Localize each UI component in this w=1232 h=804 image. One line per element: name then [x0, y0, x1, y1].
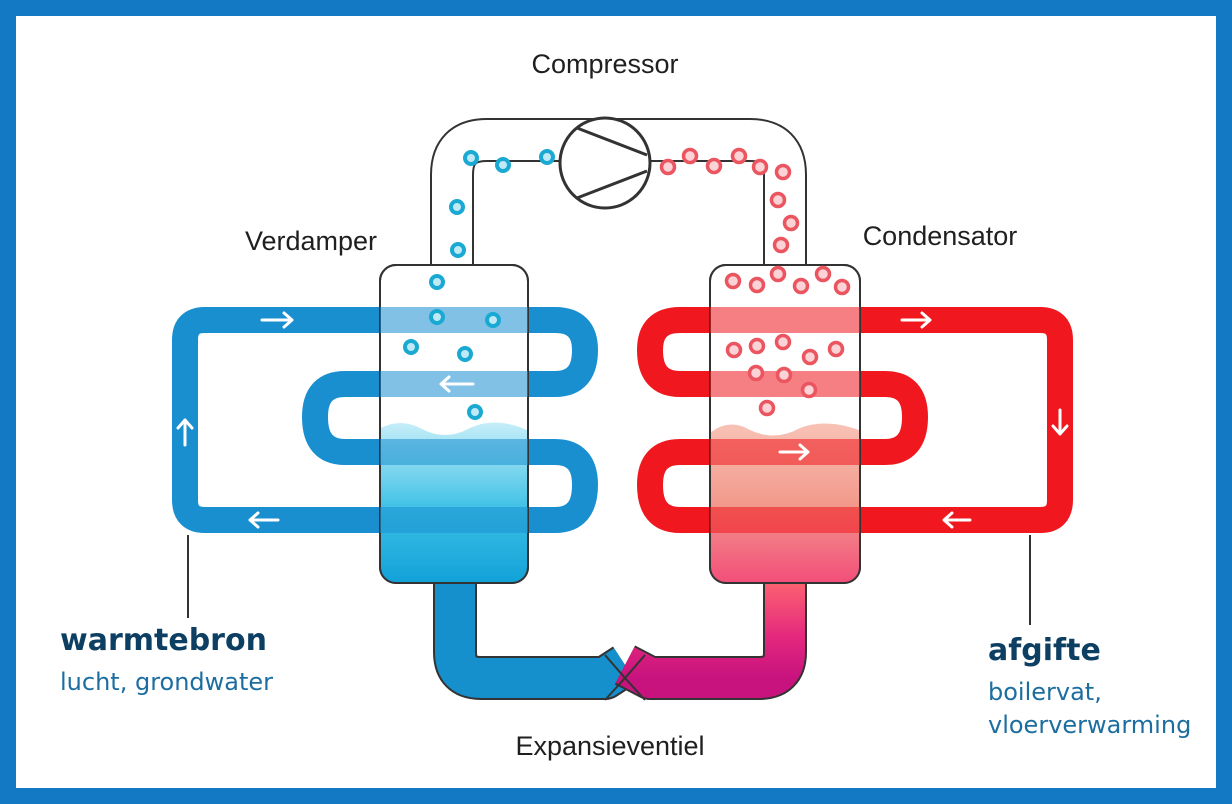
condenser-label: Condensator — [863, 221, 1018, 251]
arrow-up-icon — [176, 418, 194, 447]
expansion-pipes — [433, 575, 807, 700]
arrow-right-icon — [900, 311, 932, 329]
expansion-valve-icon — [604, 654, 646, 701]
cold-water-loop — [172, 307, 598, 533]
heat-output-title: afgifte — [988, 633, 1101, 668]
arrow-right-icon — [778, 443, 810, 461]
evaporator-label: Verdamper — [245, 226, 377, 256]
expansion-valve-label: Expansieventiel — [515, 731, 704, 761]
cold-refrigerant-bubbles — [403, 149, 555, 420]
compressor-icon — [558, 116, 652, 210]
hot-water-loop — [637, 307, 1073, 533]
heat-source-subtitle: lucht, grondwater — [60, 668, 273, 696]
compressor-label: Compressor — [531, 49, 678, 79]
heat-source-title: warmtebron — [60, 623, 267, 658]
arrow-left-icon — [248, 511, 280, 529]
arrow-down-icon — [1051, 408, 1069, 436]
flow-arrows — [176, 311, 1069, 529]
hot-refrigerant-bubbles — [659, 147, 851, 417]
arrow-right-icon — [260, 311, 294, 329]
heat-output-subtitle-line2: vloerverwarming — [988, 711, 1191, 739]
heat-output-subtitle-line1: boilervat, — [988, 678, 1102, 706]
arrow-left-icon — [439, 375, 475, 393]
arrow-left-icon — [942, 511, 972, 529]
